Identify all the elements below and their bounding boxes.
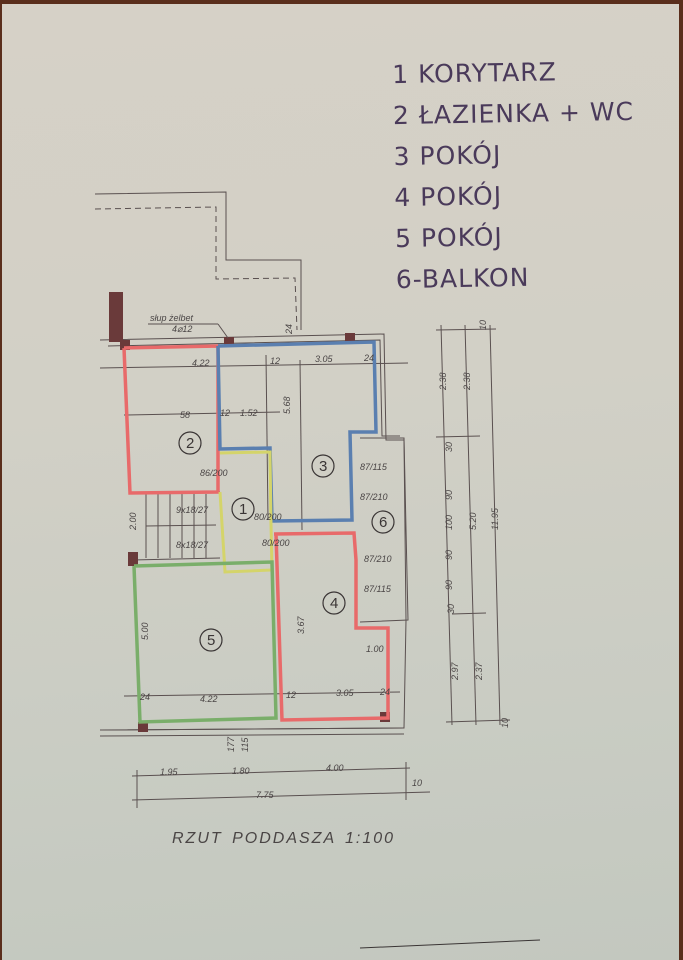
room-2-outline — [122, 344, 220, 495]
dim-bottom-10: 10 — [412, 778, 422, 788]
room-3-outline — [216, 340, 378, 523]
stairs — [131, 491, 221, 561]
roof-outline — [94, 191, 302, 330]
dim-room3-wall: 24 — [363, 353, 374, 363]
room-number-2: 2 — [178, 431, 202, 455]
svg-text:3: 3 — [319, 458, 327, 475]
dim-right-mid-90c: 90 — [444, 580, 454, 590]
svg-text:4: 4 — [330, 595, 338, 612]
dim-right-mid-90b: 90 — [444, 550, 454, 560]
dim-stairs-upper: 9x18/27 — [176, 505, 209, 515]
dim-door-room1: 80/200 — [254, 512, 282, 522]
dim-room2-inner: 58 — [180, 410, 190, 420]
svg-text:2: 2 — [186, 435, 194, 452]
dim-right-top-1: 2.38 — [438, 372, 448, 391]
room-number-1: 1 — [231, 497, 255, 521]
dim-right-mid-90a: 90 — [444, 490, 454, 500]
dim-bottom-total: 7.75 — [256, 790, 275, 800]
dim-door-room2: 86/200 — [200, 468, 228, 478]
dim-hall-wall: 12 — [220, 408, 230, 418]
room-number-6: 6 — [371, 510, 395, 534]
roof-dashed-outline — [94, 206, 298, 331]
room-number-4: 4 — [322, 591, 346, 615]
dim-right-mid-total: 5.20 — [468, 512, 478, 530]
dim-room2-width: 4.22 — [192, 358, 210, 368]
signature-line — [359, 939, 541, 949]
svg-text:5: 5 — [207, 632, 215, 649]
dim-window-room4-b: 87/115 — [364, 584, 392, 594]
dim-window-room4-a: 87/210 — [364, 554, 392, 564]
outer-wall-inner — [107, 339, 400, 437]
dim-wall-12: 12 — [270, 356, 280, 366]
room-5-outline — [132, 560, 278, 724]
dim-room5-width: 4.22 — [200, 694, 218, 704]
dim-right-bot-1: 2.97 — [450, 661, 460, 681]
dim-room4-niche: 1.00 — [366, 644, 384, 654]
room-number-5: 5 — [199, 628, 223, 652]
dim-right-top-10: 10 — [478, 320, 488, 330]
dim-door-room4: 80/200 — [262, 538, 290, 548]
column-annotation: słup żelbet — [150, 313, 194, 323]
paper-sheet — [2, 4, 679, 960]
drawing-title: RZUT PODDASZA 1:100 — [172, 830, 396, 847]
svg-text:6: 6 — [379, 514, 387, 531]
dim-right-bot-2: 2.37 — [474, 661, 484, 681]
dim-window-room3-b: 87/210 — [360, 492, 388, 502]
dim-room4-wall-right: 24 — [379, 687, 390, 697]
dim-bottom-seg1: 1.95 — [160, 767, 179, 777]
dim-bottom-seg2: 1.80 — [232, 766, 250, 776]
dim-right-bot-10: 10 — [500, 718, 510, 728]
dim-bottom-seg3: 4.00 — [326, 763, 344, 773]
svg-text:1: 1 — [239, 501, 247, 518]
columns — [109, 292, 390, 732]
dim-right-mid-100: 100 — [444, 515, 454, 530]
balcony-outline — [359, 437, 409, 623]
room-number-3: 3 — [311, 454, 335, 478]
rebar-annotation: 4⌀12 — [172, 324, 192, 334]
dim-room3-height: 5.68 — [282, 396, 292, 414]
dim-bottom-115: 115 — [240, 737, 250, 752]
dim-room5-wall: 24 — [139, 692, 150, 702]
dim-room4-height: 3.67 — [296, 615, 306, 634]
dim-right-top-2: 2.38 — [462, 372, 472, 391]
room-4-outline — [273, 531, 390, 722]
dim-wall-24-top: 24 — [284, 324, 294, 335]
dim-room4-width: 3.05 — [336, 688, 355, 698]
dim-stairs-lower: 8x18/27 — [176, 540, 209, 550]
dim-right-mid-30a: 30 — [444, 442, 454, 452]
dim-room4-wall-left: 12 — [286, 690, 296, 700]
dim-bottom-177: 177 — [226, 736, 236, 752]
dim-room3-width: 3.05 — [315, 354, 334, 364]
room-1-outline — [218, 450, 274, 574]
dim-right-total: 11.95 — [490, 507, 500, 530]
dim-hall-width: 1.52 — [240, 408, 258, 418]
dim-window-room3-a: 87/115 — [360, 462, 388, 472]
dim-room5-height: 5.00 — [140, 622, 150, 640]
dim-right-mid-30b: 30 — [446, 604, 456, 614]
dim-stairs-len: 2.00 — [128, 512, 138, 531]
